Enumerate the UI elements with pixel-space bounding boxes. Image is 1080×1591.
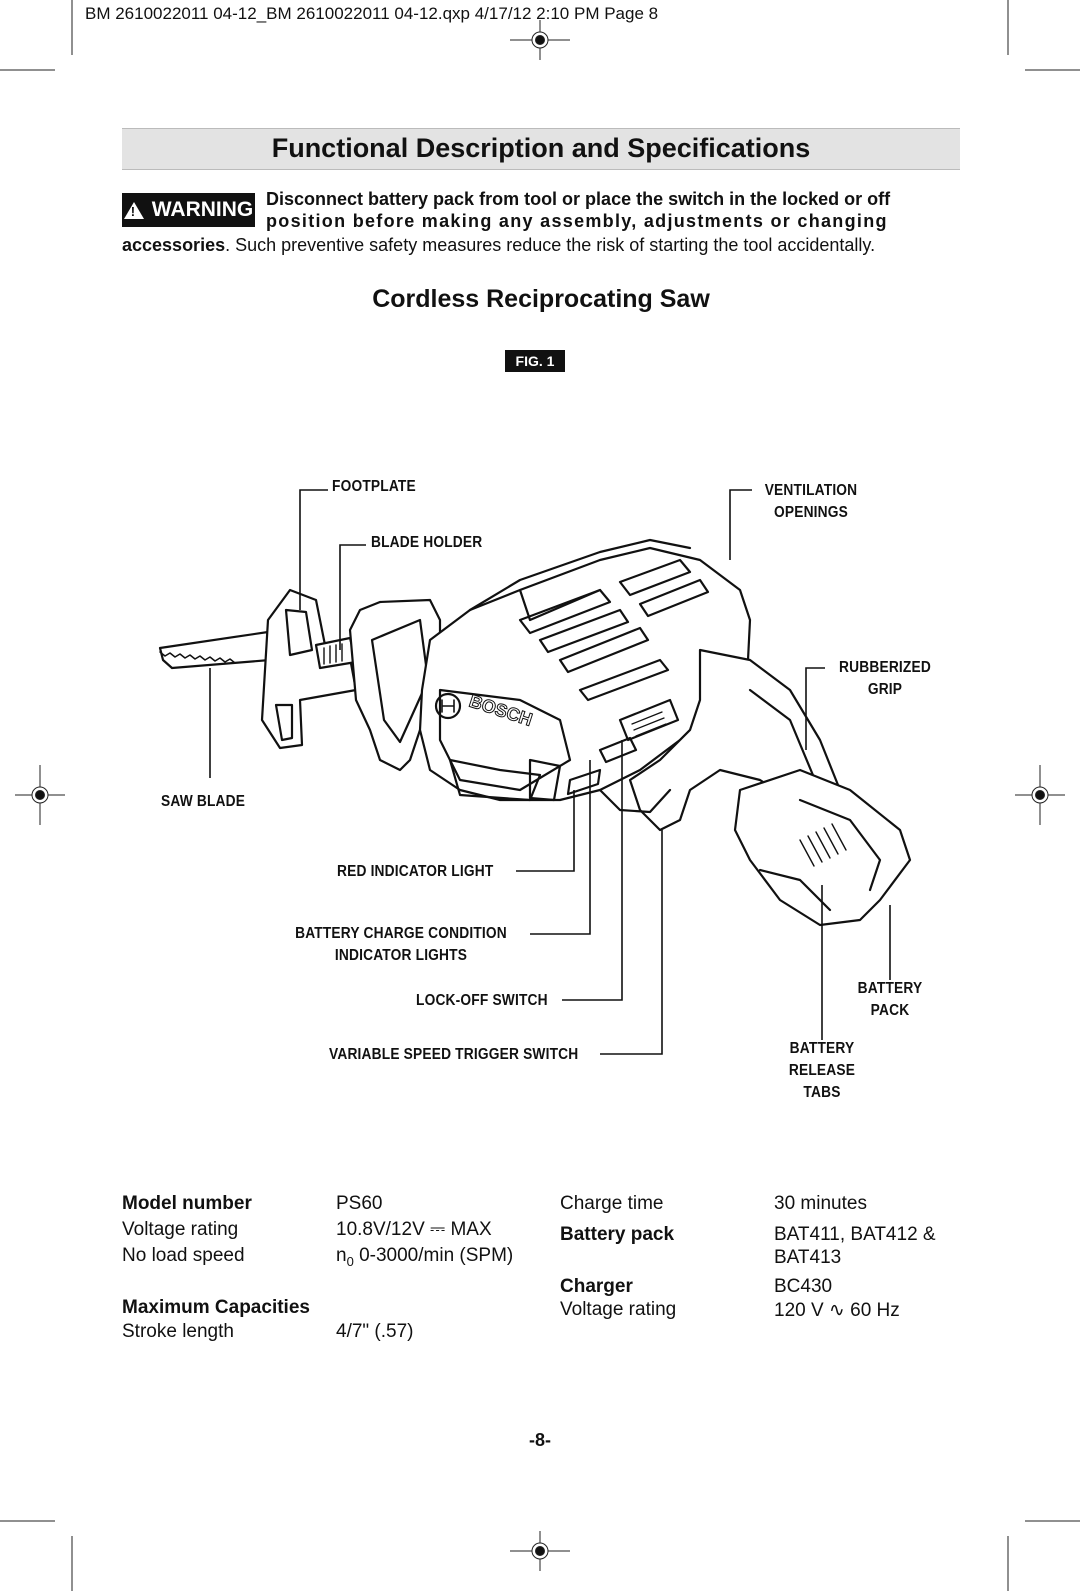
leader-lock-off: [562, 740, 623, 1001]
warning-text-line-3: accessories. Such preventive safety meas…: [122, 234, 962, 256]
callout-variable-speed: VARIABLE SPEED TRIGGER SWITCH: [329, 1046, 579, 1063]
warning-text-line-2: position before making any assembly, adj…: [266, 211, 888, 231]
spec-charge-time-value: 30 minutes: [774, 1193, 867, 1214]
page-number: -8-: [529, 1430, 551, 1450]
callout-release-tabs-line-3: TABS: [803, 1084, 841, 1101]
warning-triangle-icon: [123, 201, 144, 219]
leader-blade-holder: [339, 544, 366, 650]
saw-blade-shape: [158, 630, 272, 670]
warning-badge: WARNING: [122, 193, 255, 227]
leader-footplate: [299, 489, 328, 610]
callout-blade-holder: BLADE HOLDER: [371, 534, 483, 551]
spec-charger-value: BC430: [774, 1276, 833, 1297]
callout-battery-charge-line-2: INDICATOR LIGHTS: [334, 947, 468, 964]
leader-variable-speed: [600, 830, 663, 1055]
warning-text-line-1: Disconnect battery pack from tool or pla…: [266, 189, 891, 209]
warning-text-rest: . Such preventive safety measures reduce…: [225, 235, 876, 255]
callout-ventilation-line-2: OPENINGS: [773, 504, 849, 521]
section-title-bar: [122, 128, 960, 170]
spec-battery-pack-value-1: BAT411, BAT412 &: [774, 1224, 936, 1245]
spec-voltage-value: 10.8V/12V ⎓ MAX: [336, 1219, 492, 1240]
callout-battery-pack-line-2: PACK: [870, 1002, 910, 1019]
registration-mark-bottom: [510, 1531, 570, 1571]
footplate-shape: [260, 588, 358, 750]
callout-release-tabs-line-1: BATTERY: [789, 1040, 855, 1057]
print-header: BM 2610022011 04-12_BM 2610022011 04-12.…: [85, 4, 659, 23]
warning-badge-label: WARNING: [151, 198, 254, 221]
figure-label: FIG. 1: [505, 350, 565, 372]
leader-red-indicator: [516, 790, 575, 872]
spec-charge-time-label: Charge time: [560, 1193, 664, 1214]
registration-mark-top: [510, 20, 570, 60]
battery-pack-shape: [733, 768, 912, 927]
registration-mark-left: [15, 765, 65, 825]
callout-ventilation-line-1: VENTILATION: [764, 482, 858, 499]
callout-footplate: FOOTPLATE: [332, 478, 416, 495]
spec-voltage-label: Voltage rating: [122, 1219, 239, 1240]
product-title: Cordless Reciprocating Saw: [372, 285, 710, 313]
bosch-logo-icon: [434, 692, 462, 720]
spec-battery-pack-label: Battery pack: [560, 1224, 675, 1245]
spec-stroke-label: Stroke length: [122, 1321, 234, 1342]
warning-bold-word: accessories: [122, 235, 226, 255]
callout-battery-pack-line-1: BATTERY: [857, 980, 923, 997]
callout-red-indicator: RED INDICATOR LIGHT: [337, 863, 494, 880]
callout-rubberized-line-1: RUBBERIZED: [839, 659, 931, 676]
callout-release-tabs-line-2: RELEASE: [788, 1062, 856, 1079]
callout-battery-charge-line-1: BATTERY CHARGE CONDITION: [295, 925, 507, 942]
callout-rubberized-line-2: GRIP: [867, 681, 903, 698]
spec-speed-value: n0 0-3000/min (SPM): [336, 1245, 514, 1269]
spec-charger-voltage-label: Voltage rating: [560, 1299, 677, 1320]
spec-stroke-value: 4/7" (.57): [336, 1321, 414, 1342]
callout-lock-off: LOCK-OFF SWITCH: [416, 992, 548, 1009]
spec-model-label: Model number: [122, 1193, 252, 1214]
leader-rubberized-grip: [805, 667, 825, 750]
spec-speed-label: No load speed: [122, 1245, 245, 1266]
spec-model-value: PS60: [336, 1193, 383, 1214]
registration-mark-right: [1015, 765, 1065, 825]
section-title: Functional Description and Specification…: [271, 133, 811, 163]
spec-charger-voltage-value: 120 V ∿ 60 Hz: [774, 1300, 900, 1321]
spec-capacities-label: Maximum Capacities: [122, 1297, 310, 1318]
spec-charger-label: Charger: [560, 1276, 633, 1297]
leader-ventilation: [729, 489, 752, 560]
callout-saw-blade: SAW BLADE: [161, 793, 246, 810]
spec-battery-pack-value-2: BAT413: [774, 1247, 842, 1268]
leader-battery-charge: [530, 760, 591, 935]
